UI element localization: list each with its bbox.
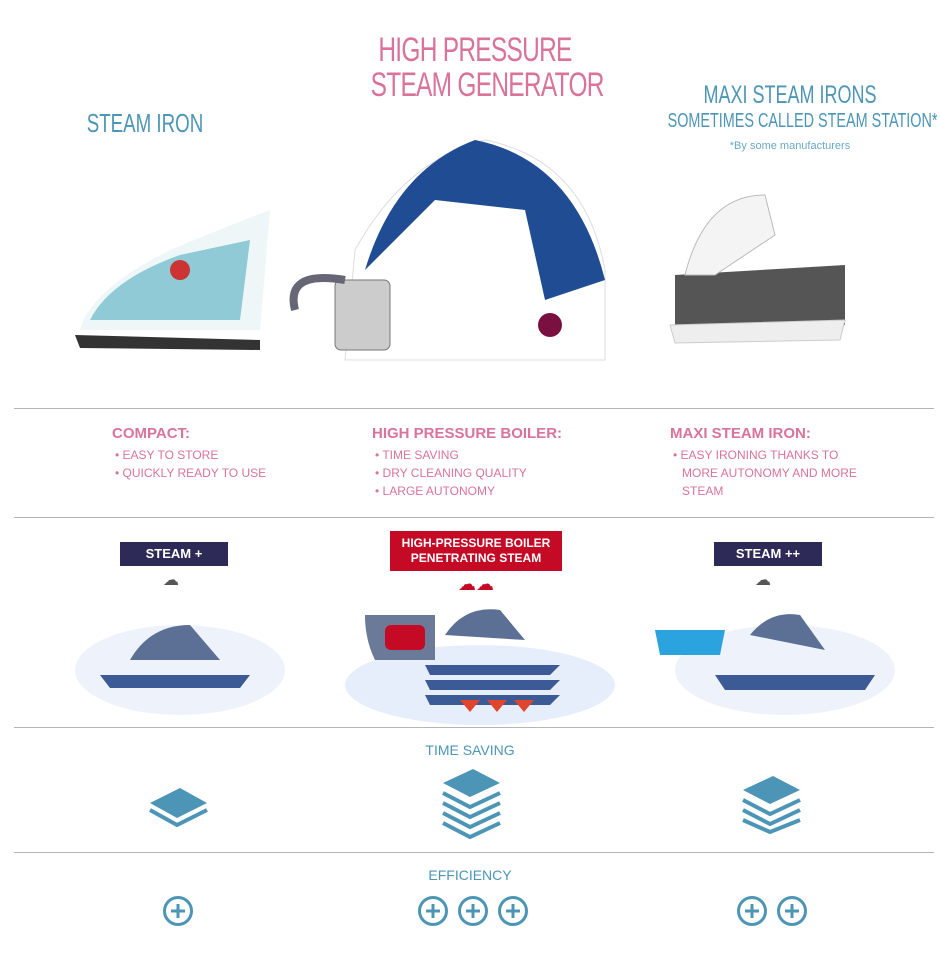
feature-list-boiler: HIGH PRESSURE BOILER: • TIME SAVING • DR… (372, 425, 562, 500)
efficiency-plus-icon (498, 896, 528, 926)
divider (14, 408, 934, 409)
efficiency-plus-icon (737, 896, 767, 926)
efficiency-plus-icon (777, 896, 807, 926)
divider (14, 727, 934, 728)
steam-iron-illustration (75, 625, 285, 715)
steam-cloud-icon: ☁☁ (458, 574, 494, 594)
badge-line: HIGH-PRESSURE BOILER (401, 536, 551, 550)
feature-item: • EASY IRONING THANKS TO (673, 448, 839, 462)
efficiency-plus-icon (418, 896, 448, 926)
high-pressure-badge: HIGH-PRESSURE BOILER PENETRATING STEAM (390, 531, 562, 571)
feature-title: COMPACT: (112, 425, 191, 442)
steam-cloud-icon: ☁ (163, 572, 179, 589)
clothes-stack-icon (442, 769, 501, 840)
feature-item: • EASY TO STORE (115, 448, 219, 462)
time-saving-heading: TIME SAVING (425, 742, 515, 758)
maxi-steam-title-line1: MAXI STEAM IRONS (703, 81, 877, 109)
feature-item: • TIME SAVING (375, 448, 459, 462)
feature-title: HIGH PRESSURE BOILER: (372, 425, 563, 442)
divider (14, 852, 934, 853)
feature-item: STEAM (682, 484, 724, 498)
feature-item: • DRY CLEANING QUALITY (375, 466, 527, 480)
steam-iron-title: STEAM IRON (86, 108, 204, 138)
maxi-steam-illustration (655, 614, 895, 715)
steam-generator-illustration (345, 609, 615, 725)
efficiency-plus-icon (458, 896, 488, 926)
steam-plus-badge: STEAM + (120, 542, 228, 566)
clothes-stack-icon (742, 776, 801, 834)
steam-iron-image (75, 210, 270, 350)
efficiency-heading: EFFICIENCY (428, 867, 512, 883)
feature-item: • QUICKLY READY TO USE (115, 466, 267, 480)
steam-cloud-icon: ☁ (755, 572, 771, 589)
feature-item: MORE AUTONOMY AND MORE (682, 466, 857, 480)
feature-title: MAXI STEAM IRON: (670, 425, 811, 442)
clothes-stack-icon (149, 788, 208, 828)
feature-list-compact: COMPACT: • EASY TO STORE • QUICKLY READY… (112, 425, 266, 482)
steam-generator-title-line2: STEAM GENERATOR (370, 66, 605, 104)
efficiency-plus-icon (163, 896, 193, 926)
feature-item: • LARGE AUTONOMY (375, 484, 496, 498)
steam-plus-plus-badge: STEAM ++ (714, 542, 822, 566)
badge-line: PENETRATING STEAM (410, 551, 542, 565)
maxi-steam-title-line2: SOMETIMES CALLED STEAM STATION* (667, 110, 938, 132)
feature-list-maxi: MAXI STEAM IRON: • EASY IRONING THANKS T… (670, 425, 857, 500)
maxi-steam-iron-image (669, 194, 846, 344)
divider (14, 517, 934, 518)
steam-generator-title-line1: HIGH PRESSURE (378, 31, 572, 69)
footnote: *By some manufacturers (729, 140, 851, 152)
steam-generator-image (289, 139, 606, 361)
